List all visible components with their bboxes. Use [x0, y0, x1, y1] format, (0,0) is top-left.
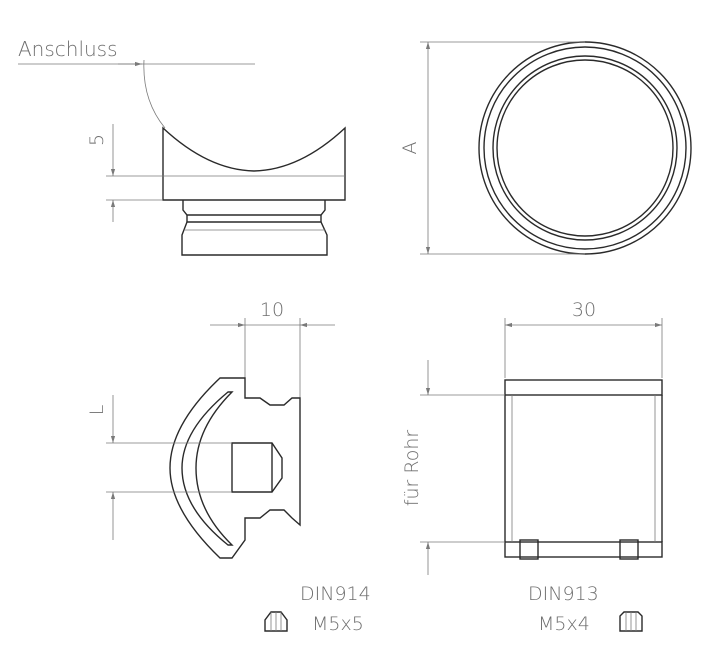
dome-inner — [181, 391, 234, 546]
dim-10-label: 10 — [260, 299, 284, 321]
outer-circle — [478, 41, 692, 255]
screw-hole-1 — [519, 539, 539, 560]
din913-norm: DIN913 — [528, 583, 599, 605]
screw-hole-2 — [619, 539, 639, 560]
side-view-saddle: Anschluss 5 — [18, 37, 346, 256]
section-outline — [169, 377, 301, 559]
screw-din913: DIN913 M5x4 — [528, 583, 643, 635]
din914-norm: DIN914 — [300, 583, 371, 605]
top-view-circle: A — [399, 41, 692, 255]
screw-bore — [231, 442, 283, 493]
din914-size: M5x5 — [312, 613, 364, 635]
saddle-neck — [182, 200, 326, 216]
dim-l-label: L — [86, 405, 108, 416]
fuer-rohr-label: für Rohr — [401, 430, 423, 507]
anschluss-label: Anschluss — [18, 37, 118, 61]
set-screw-flat-icon — [619, 611, 643, 632]
section-view-left: 10 L — [86, 299, 335, 559]
saddle-foot — [181, 221, 328, 256]
dim-5-label: 5 — [86, 134, 108, 146]
anschluss-arc — [143, 59, 166, 129]
screw-din914: DIN914 M5x5 — [264, 583, 371, 635]
sleeve-top-wall — [504, 379, 663, 396]
dim-30-label: 30 — [572, 299, 596, 321]
dim-a-label: A — [399, 142, 421, 155]
sleeve-bottom-wall — [504, 541, 663, 558]
set-screw-cone-icon — [264, 611, 288, 632]
saddle-body — [162, 126, 346, 201]
section-view-sleeve: 30 für Rohr — [401, 299, 663, 575]
inner-circle — [492, 55, 678, 241]
din913-size: M5x4 — [538, 613, 590, 635]
